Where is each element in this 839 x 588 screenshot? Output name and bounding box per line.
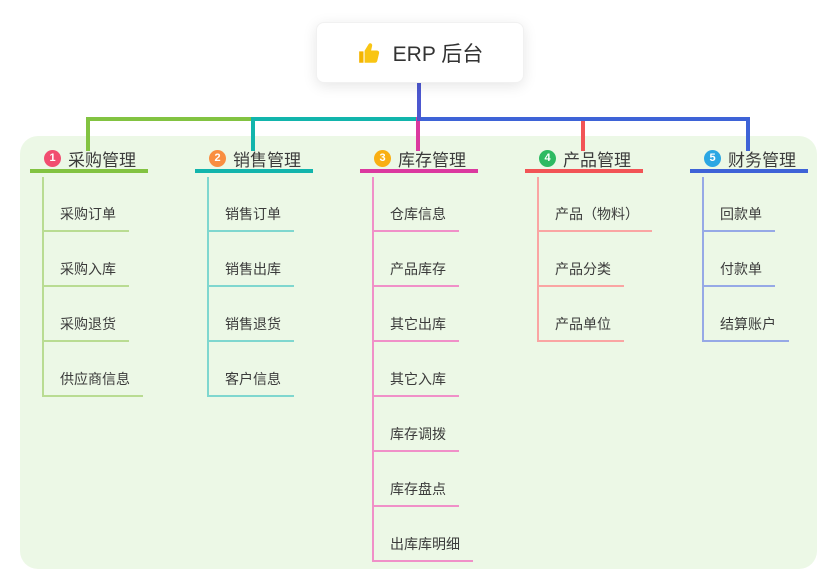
child-node[interactable]: 客户信息	[209, 342, 294, 397]
child-node[interactable]: 产品单位	[539, 287, 652, 342]
child-node-label: 仓库信息	[374, 204, 459, 232]
child-node-label: 销售退货	[209, 314, 294, 342]
branch-connector-v	[251, 117, 255, 151]
children-group-product: 产品（物料） 产品分类产品单位	[537, 177, 652, 342]
branch-title-label: 产品管理	[563, 150, 631, 170]
child-node[interactable]: 采购订单	[44, 177, 143, 232]
branch-connector-v	[581, 117, 585, 151]
child-node[interactable]: 采购退货	[44, 287, 143, 342]
branch-title-label: 销售管理	[233, 150, 301, 170]
child-node[interactable]: 付款单	[704, 232, 789, 287]
branch-connector-v	[746, 117, 750, 151]
branch-title-label: 库存管理	[398, 150, 466, 170]
branch-node-finance[interactable]: 5 财务管理	[690, 147, 808, 173]
child-node-label: 销售订单	[209, 204, 294, 232]
branch-number-badge: 1	[44, 149, 61, 167]
branch-connector-h	[419, 117, 750, 121]
child-node[interactable]: 供应商信息	[44, 342, 143, 397]
child-node-label: 采购入库	[44, 259, 129, 287]
children-group-inventory: 仓库信息产品库存其它出库其它入库库存调拨库存盘点出库库明细	[372, 177, 473, 562]
child-node[interactable]: 结算账户	[704, 287, 789, 342]
branch-connector-h	[251, 117, 421, 121]
child-node[interactable]: 销售出库	[209, 232, 294, 287]
child-node[interactable]: 回款单	[704, 177, 789, 232]
children-group-purchase: 采购订单采购入库采购退货供应商信息	[42, 177, 143, 397]
child-node-label: 采购退货	[44, 314, 129, 342]
child-node[interactable]: 产品分类	[539, 232, 652, 287]
branch-title-label: 财务管理	[728, 150, 796, 170]
child-node-label: 其它入库	[374, 369, 459, 397]
branch-number-badge: 3	[374, 149, 391, 167]
child-node[interactable]: 产品库存	[374, 232, 473, 287]
child-node[interactable]: 采购入库	[44, 232, 143, 287]
child-node-label: 其它出库	[374, 314, 459, 342]
child-node-label: 客户信息	[209, 369, 294, 397]
child-node-label: 出库库明细	[374, 534, 473, 562]
child-node-label: 采购订单	[44, 204, 129, 232]
branch-number-badge: 5	[704, 149, 721, 167]
branches-panel	[20, 136, 817, 569]
child-node-label: 产品单位	[539, 314, 624, 342]
branch-connector-v	[86, 117, 90, 151]
children-group-finance: 回款单付款单结算账户	[702, 177, 789, 342]
branch-connector-v	[416, 117, 420, 151]
root-node-label: ERP 后台	[392, 42, 484, 66]
child-node[interactable]: 出库库明细	[374, 507, 473, 562]
child-node[interactable]: 产品（物料）	[539, 177, 652, 232]
child-node[interactable]: 库存盘点	[374, 452, 473, 507]
branch-node-sales[interactable]: 2 销售管理	[195, 147, 313, 173]
branch-node-inventory[interactable]: 3 库存管理	[360, 147, 478, 173]
branch-number-badge: 2	[209, 149, 226, 167]
child-node-label: 付款单	[704, 259, 775, 287]
child-node-label: 销售出库	[209, 259, 294, 287]
child-node-label: 产品（物料）	[539, 204, 652, 232]
thumbs-up-icon	[357, 40, 383, 66]
child-node-label: 供应商信息	[44, 369, 143, 397]
child-node-label: 库存盘点	[374, 479, 459, 507]
child-node[interactable]: 销售退货	[209, 287, 294, 342]
child-node[interactable]: 仓库信息	[374, 177, 473, 232]
child-node[interactable]: 库存调拨	[374, 397, 473, 452]
branch-number-badge: 4	[539, 149, 556, 167]
children-group-sales: 销售订单销售出库销售退货客户信息	[207, 177, 294, 397]
child-node-label: 回款单	[704, 204, 775, 232]
child-node[interactable]: 其它出库	[374, 287, 473, 342]
child-node-label: 产品分类	[539, 259, 624, 287]
root-node[interactable]: ERP 后台	[316, 22, 524, 83]
branch-node-purchase[interactable]: 1 采购管理	[30, 147, 148, 173]
child-node-label: 产品库存	[374, 259, 459, 287]
branch-title-label: 采购管理	[68, 150, 136, 170]
child-node[interactable]: 销售订单	[209, 177, 294, 232]
branch-node-product[interactable]: 4 产品管理	[525, 147, 643, 173]
child-node-label: 库存调拨	[374, 424, 459, 452]
child-node[interactable]: 其它入库	[374, 342, 473, 397]
connector-root	[417, 83, 421, 121]
child-node-label: 结算账户	[704, 314, 789, 342]
